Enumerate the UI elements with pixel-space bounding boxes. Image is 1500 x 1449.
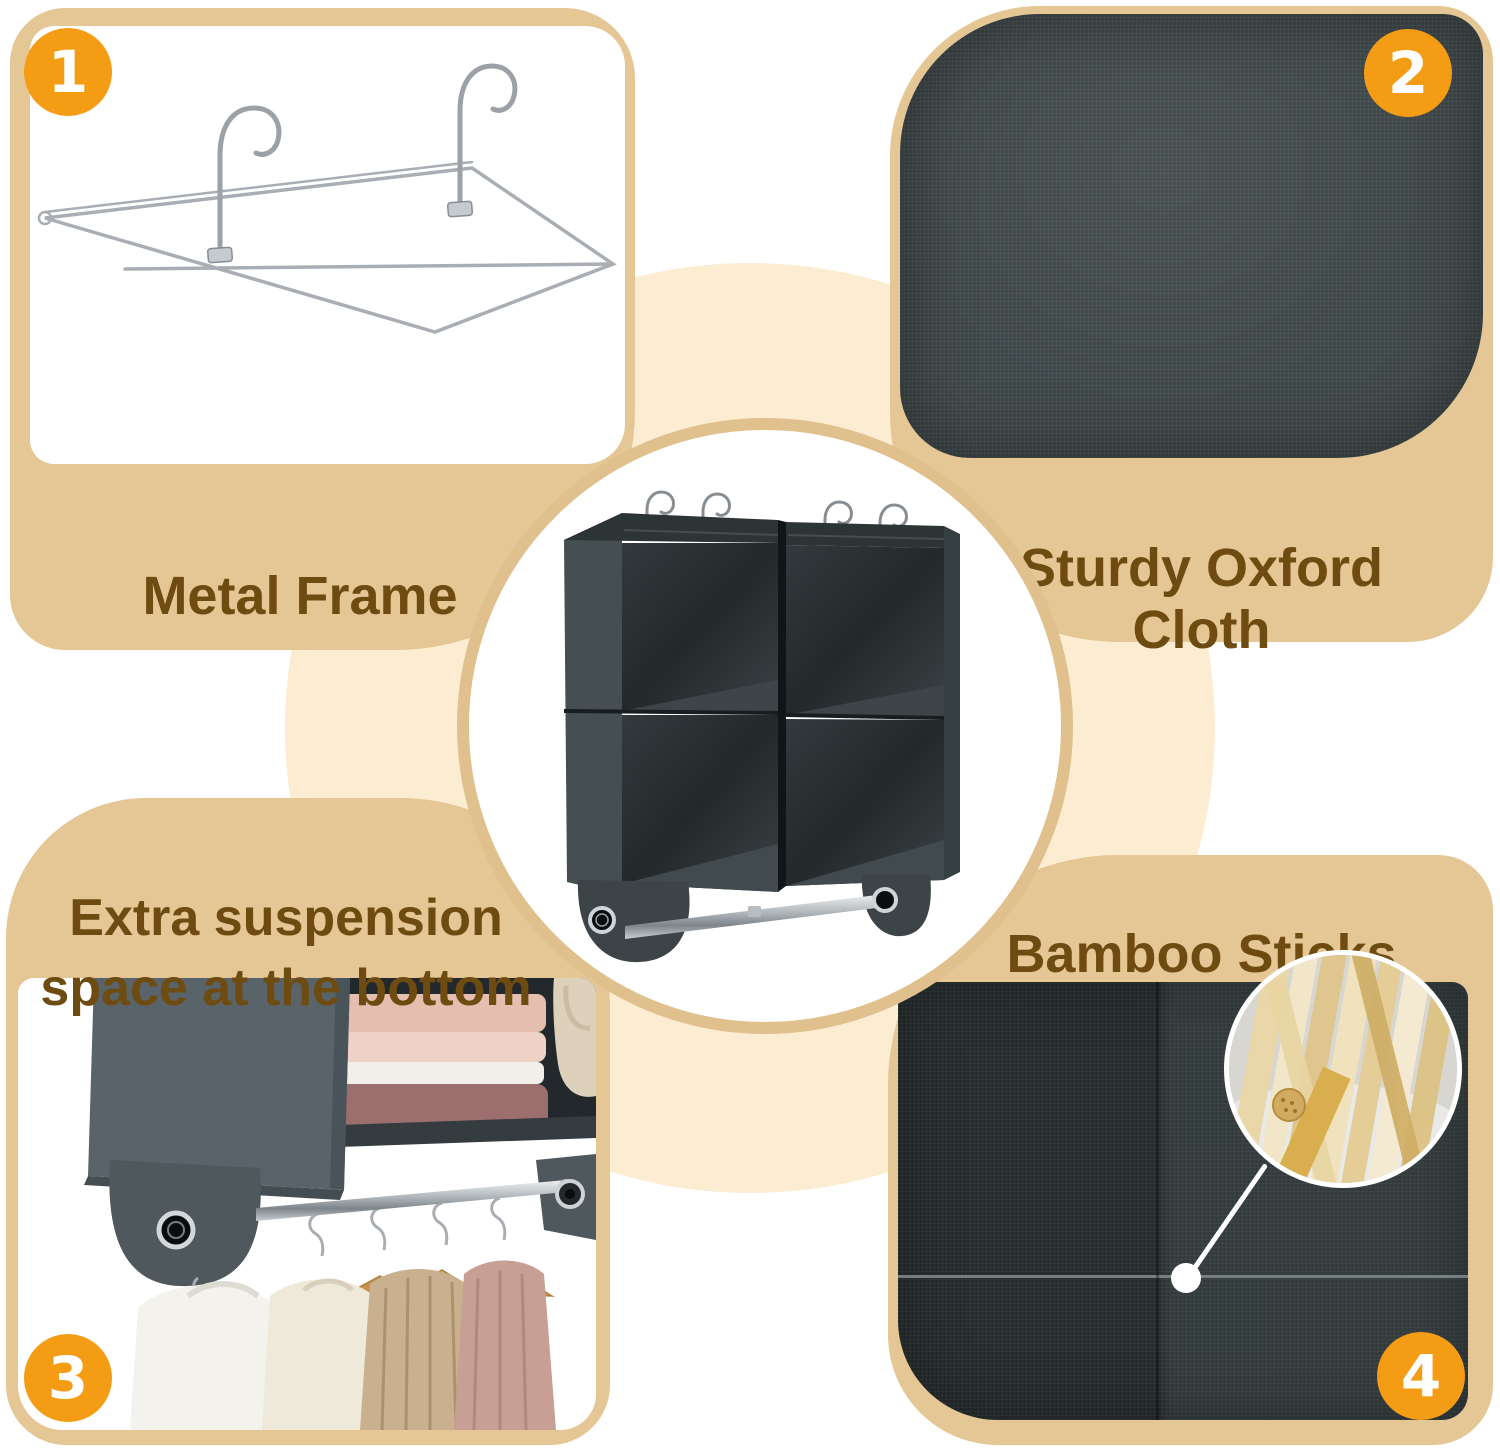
- feature-badge-2: 2: [1364, 29, 1452, 117]
- bottom-hanging-rod-with-clothes-photo: [18, 978, 596, 1430]
- bamboo-sticks-illustration: [1229, 955, 1457, 1183]
- feature-title-suspension: Extra suspension space at the bottom: [6, 883, 566, 1023]
- feature-title-oxford-line1: Sturdy Oxford: [1019, 537, 1384, 598]
- feature-title-oxford-line2: Cloth: [1132, 599, 1271, 660]
- metal-frame-illustration: [37, 63, 617, 334]
- feature-badge-1: 1: [24, 28, 112, 116]
- feature-title-metal-frame: Metal Frame: [142, 565, 458, 626]
- feature-badge-4: 4: [1377, 1332, 1465, 1420]
- bamboo-sticks-inset-photo: [1224, 950, 1462, 1188]
- feature-title-oxford-cloth: Sturdy Oxford Cloth: [910, 537, 1493, 661]
- panel-oxford-cloth: Sturdy Oxford Cloth 2: [890, 6, 1493, 660]
- feature-title-suspension-line2: space at the bottom: [40, 959, 532, 1018]
- panel-bamboo-sticks: Bamboo Sticks: [888, 855, 1493, 1445]
- panel-suspension-space: Extra suspension space at the bottom: [6, 798, 610, 1445]
- feature-title-suspension-line1: Extra suspension: [69, 889, 503, 948]
- oxford-cloth-texture-photo: [900, 14, 1483, 458]
- fabric-fold-line: [1156, 982, 1159, 1420]
- panel-metal-frame: Metal Frame 1: [10, 8, 635, 650]
- callout-pointer-dot: [1171, 1263, 1201, 1293]
- hanging-closet-organizer-product-photo: [564, 490, 960, 963]
- closet-bottom-illustration: [18, 978, 596, 1430]
- feature-badge-3: 3: [24, 1334, 112, 1422]
- metal-frame-hangers-photo: [30, 26, 625, 464]
